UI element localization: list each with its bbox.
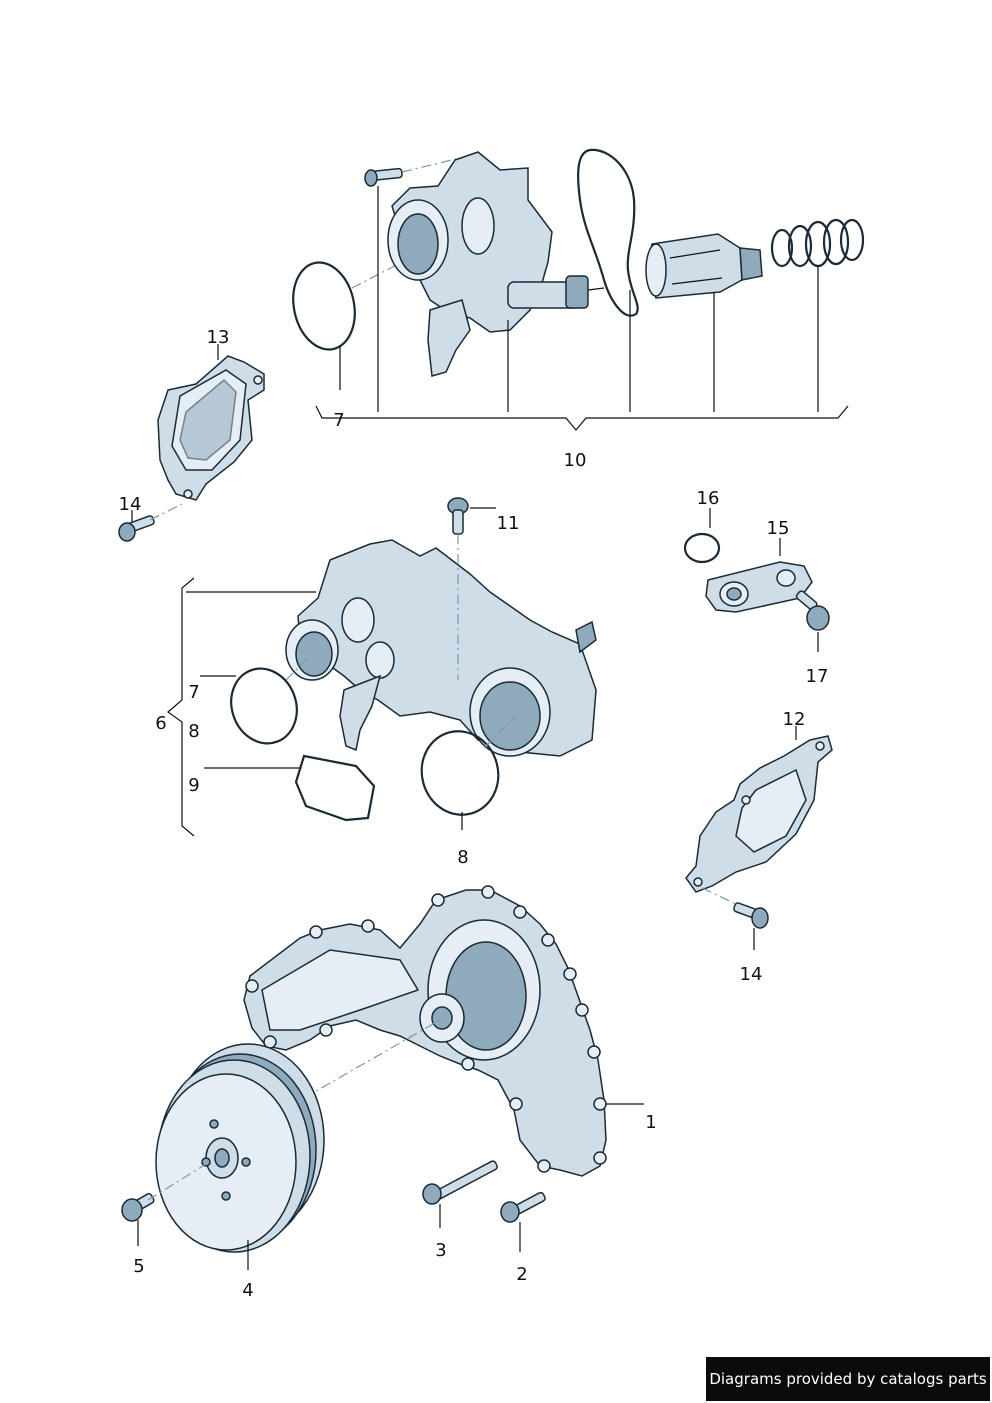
callout-14-left: 14 bbox=[119, 494, 142, 515]
callout-7-mid: 7 bbox=[188, 682, 199, 703]
callout-15: 15 bbox=[767, 518, 790, 539]
bolt-14-left bbox=[118, 515, 155, 542]
callout-9: 9 bbox=[188, 775, 199, 796]
bolt-11 bbox=[447, 497, 469, 535]
bolt-5 bbox=[121, 1193, 155, 1222]
gasket-9 bbox=[294, 754, 376, 822]
thermostat-housing-assembly bbox=[292, 148, 865, 431]
callout-8-left: 8 bbox=[188, 721, 199, 742]
gasket bbox=[577, 148, 639, 317]
o-ring-16 bbox=[683, 532, 721, 564]
callout-2: 2 bbox=[516, 1264, 527, 1285]
thermostat bbox=[645, 233, 763, 299]
credit-banner: Diagrams provided by catalogs parts bbox=[706, 1357, 990, 1401]
spring bbox=[770, 218, 865, 268]
pulley bbox=[155, 1043, 325, 1253]
callout-5: 5 bbox=[133, 1256, 144, 1277]
bolt-3 bbox=[422, 1160, 498, 1205]
callout-16: 16 bbox=[697, 488, 720, 509]
callout-1: 1 bbox=[645, 1112, 656, 1133]
bolt-14-right bbox=[733, 902, 769, 929]
flange-15 bbox=[705, 561, 813, 613]
bolt-17 bbox=[795, 590, 830, 631]
callout-labels: 1 2 3 4 5 6 7 7 8 8 9 10 11 12 13 14 14 … bbox=[119, 327, 829, 1301]
o-ring-top bbox=[292, 261, 356, 351]
callout-7-top: 7 bbox=[333, 410, 344, 431]
o-ring-7-mid bbox=[230, 667, 298, 745]
coolant-housing bbox=[285, 539, 597, 757]
o-ring-8 bbox=[420, 730, 500, 816]
callout-8-bottom: 8 bbox=[457, 847, 468, 868]
callout-14-right: 14 bbox=[740, 964, 763, 985]
callout-3: 3 bbox=[435, 1240, 446, 1261]
callout-6: 6 bbox=[155, 713, 166, 734]
cover-12 bbox=[685, 735, 833, 893]
thermostat-housing bbox=[387, 151, 605, 377]
callout-17: 17 bbox=[806, 666, 829, 687]
callout-12: 12 bbox=[783, 709, 806, 730]
callout-11: 11 bbox=[497, 513, 520, 534]
callout-10: 10 bbox=[564, 450, 587, 471]
callout-4: 4 bbox=[242, 1280, 253, 1301]
bolt-2 bbox=[500, 1191, 546, 1223]
bolt-top bbox=[364, 167, 403, 187]
callout-13: 13 bbox=[207, 327, 230, 348]
water-pump bbox=[243, 885, 607, 1177]
cover-plate bbox=[157, 355, 265, 501]
